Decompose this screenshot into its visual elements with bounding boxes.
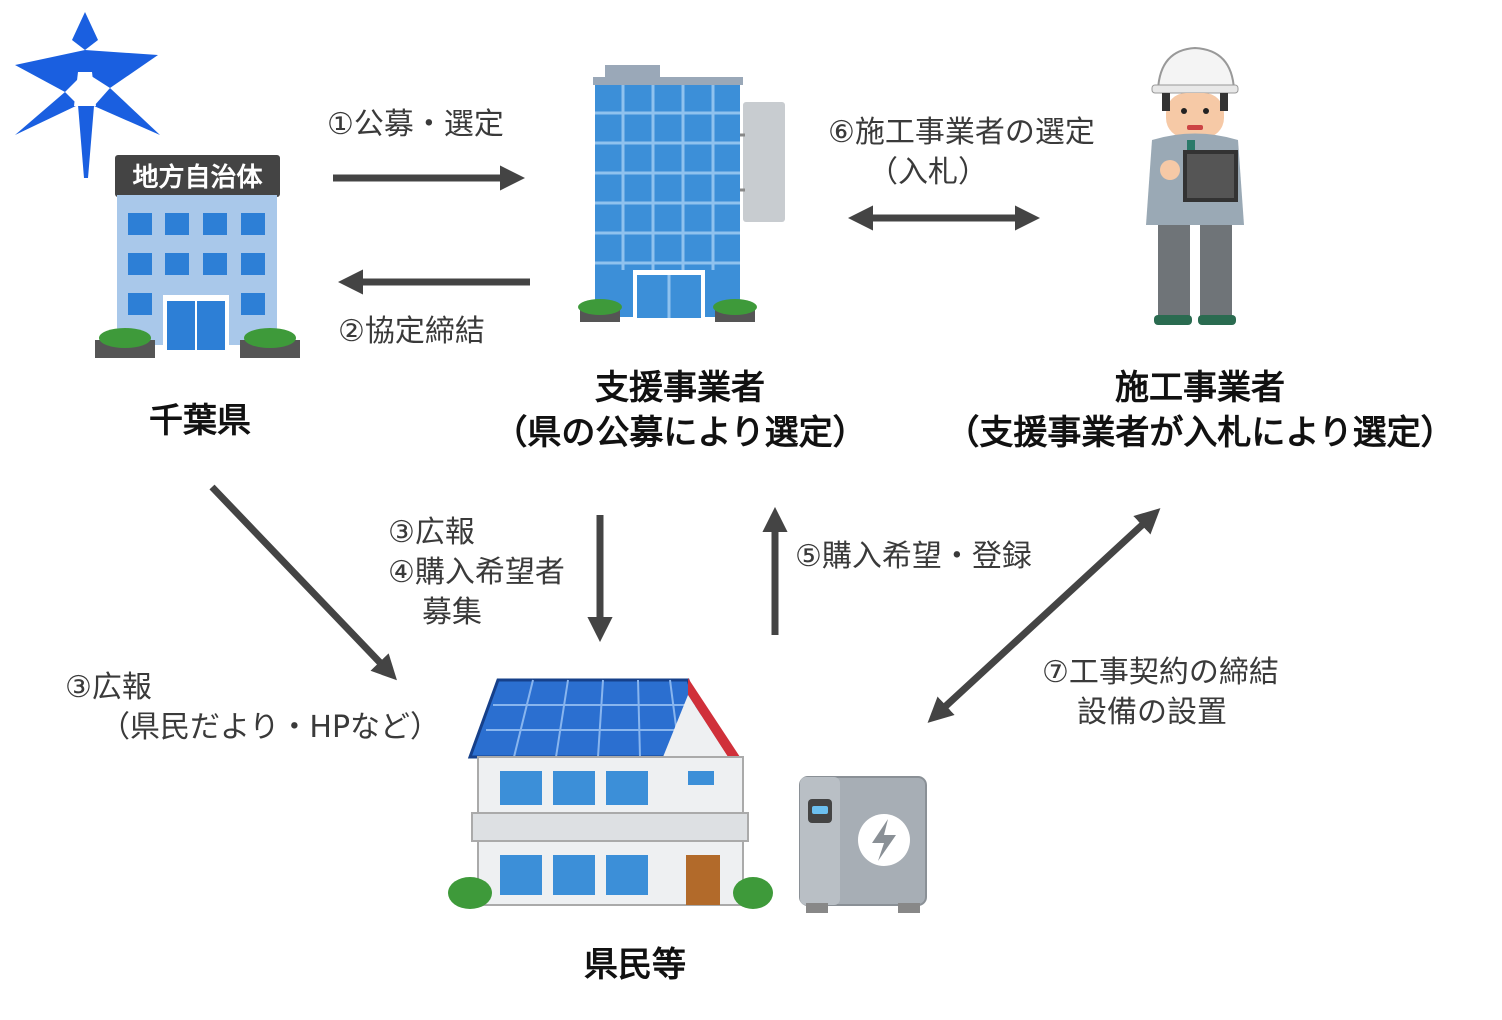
arrow-7-contract bbox=[927, 508, 1161, 723]
step-3-4-label-line1: ③広報 bbox=[388, 515, 475, 550]
step-7-label-line1: ⑦工事契約の締結 bbox=[1042, 655, 1279, 690]
step-1-label: ①公募・選定 bbox=[327, 107, 504, 142]
arrow-3-pr-residents bbox=[209, 484, 397, 681]
government-building-icon bbox=[95, 155, 300, 360]
support-operator-title: 支援事業者 bbox=[595, 368, 765, 408]
step-3-pr-label-line1: ③広報 bbox=[65, 670, 152, 705]
building-sign: 地方自治体 bbox=[132, 163, 263, 193]
solar-house-icon bbox=[448, 675, 773, 910]
step-6-label-line1: ⑥施工事業者の選定 bbox=[828, 115, 1095, 150]
prefecture-title: 千葉県 bbox=[149, 401, 251, 441]
storage-battery-icon bbox=[798, 775, 928, 915]
office-tower-icon bbox=[575, 65, 790, 327]
step-2-label: ②協定締結 bbox=[338, 314, 485, 349]
chiba-logo-icon bbox=[10, 10, 160, 180]
step-5-label: ⑤購入希望・登録 bbox=[795, 539, 1032, 574]
step-6-label-line2: （入札） bbox=[868, 155, 988, 190]
residents-title: 県民等 bbox=[584, 945, 686, 985]
construction-operator-title: 施工事業者 bbox=[1115, 368, 1285, 408]
step-3-4-label-line2: ④購入希望者 bbox=[388, 555, 565, 590]
step-3-4-label-line3: 募集 bbox=[422, 595, 482, 630]
support-operator-note: （県の公募により選定） bbox=[493, 413, 867, 453]
step-3-pr-label-line2: （県民だより・HPなど） bbox=[100, 710, 441, 745]
construction-operator-note: （支援事業者が入札により選定） bbox=[945, 413, 1455, 453]
construction-worker-icon bbox=[1140, 45, 1250, 330]
step-7-label-line2: 設備の設置 bbox=[1077, 695, 1227, 730]
